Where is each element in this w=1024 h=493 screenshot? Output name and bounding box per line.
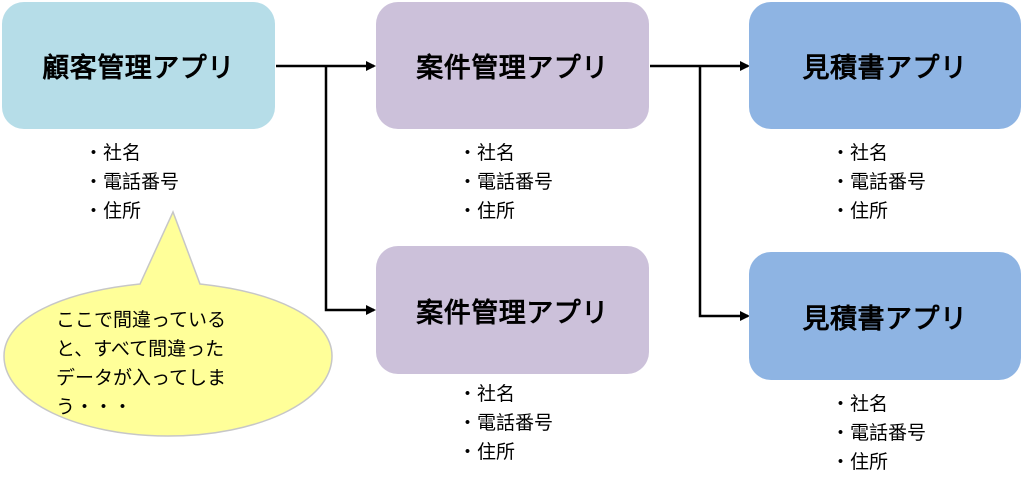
field-item: ・社名: [458, 142, 516, 164]
estimate-app-label: 見積書アプリ: [802, 53, 968, 84]
project-app-label: 案件管理アプリ: [416, 53, 609, 84]
field-item: ・電話番号: [831, 422, 927, 444]
field-item: ・電話番号: [458, 171, 554, 193]
wire-customer-to-project-bottom: [324, 66, 376, 315]
project-app-box-bottom: 案件管理アプリ: [376, 246, 649, 374]
customer-app-label: 顧客管理アプリ: [42, 53, 235, 84]
field-item: ・社名: [458, 383, 516, 405]
field-item: ・電話番号: [84, 171, 180, 193]
project-bottom-field-list: ・社名 ・電話番号 ・住所: [458, 380, 553, 467]
customer-app-box: 顧客管理アプリ: [2, 2, 275, 129]
estimate-app-box-bottom: 見積書アプリ: [749, 252, 1021, 380]
field-item: ・住所: [458, 441, 516, 463]
bubble-line: と、すべて間違った: [56, 338, 225, 360]
bubble-line: う・・・: [56, 396, 133, 418]
wire-project-to-estimate-bottom: [698, 66, 750, 321]
estimate-app-label: 見積書アプリ: [802, 303, 968, 335]
project-app-box-top: 案件管理アプリ: [376, 2, 649, 129]
field-item: ・住所: [84, 200, 142, 222]
bubble-line: データが入ってしま: [56, 367, 227, 389]
speech-bubble-text: ここで間違っている と、すべて間違った データが入ってしま う・・・: [56, 306, 286, 422]
bubble-line: ここで間違っている: [56, 309, 227, 331]
field-item: ・電話番号: [458, 412, 554, 434]
estimate-app-box-top: 見積書アプリ: [749, 2, 1021, 129]
field-item: ・電話番号: [831, 171, 927, 193]
field-item: ・社名: [831, 393, 889, 415]
estimate-bottom-field-list: ・社名 ・電話番号 ・住所: [831, 390, 926, 477]
estimate-top-field-list: ・社名 ・電話番号 ・住所: [831, 139, 926, 226]
project-app-label: 案件管理アプリ: [416, 297, 609, 329]
speech-bubble: [3, 210, 333, 437]
project-top-field-list: ・社名 ・電話番号 ・住所: [458, 139, 553, 226]
field-item: ・社名: [84, 142, 142, 164]
field-item: ・住所: [458, 200, 516, 222]
customer-field-list: ・社名 ・電話番号 ・住所: [84, 139, 179, 226]
field-item: ・社名: [831, 142, 889, 164]
field-item: ・住所: [831, 200, 889, 222]
field-item: ・住所: [831, 451, 889, 473]
